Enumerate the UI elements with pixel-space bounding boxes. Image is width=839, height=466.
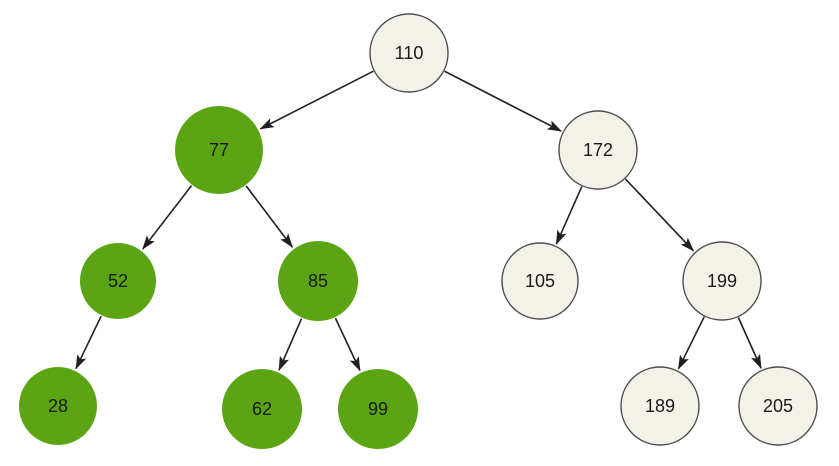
edge-110-77 [259,70,374,130]
tree-node-85[interactable]: 85 [278,241,358,321]
node-circle-77[interactable] [175,106,263,194]
edge-172-199 [624,178,695,252]
node-circle-62[interactable] [222,369,302,449]
edges-layer [75,70,762,372]
edge-77-85 [245,185,294,248]
node-circle-205[interactable] [738,366,818,446]
edge-77-52 [142,185,193,250]
tree-node-99[interactable]: 99 [338,369,418,449]
node-circle-52[interactable] [80,243,156,319]
tree-node-189[interactable]: 189 [620,366,700,446]
node-circle-199[interactable] [682,241,762,321]
node-circle-28[interactable] [19,367,97,445]
edge-172-105 [555,186,583,245]
tree-node-110[interactable]: 110 [369,13,449,93]
edge-199-205 [737,317,762,370]
node-circle-189[interactable] [620,366,700,446]
node-circle-99[interactable] [338,369,418,449]
tree-node-62[interactable]: 62 [222,369,302,449]
node-circle-105[interactable] [501,242,579,320]
edge-85-62 [278,318,303,371]
node-circle-172[interactable] [558,110,638,190]
edge-199-189 [677,316,705,370]
tree-node-205[interactable]: 205 [738,366,818,446]
edge-85-99 [334,317,361,372]
tree-node-52[interactable]: 52 [80,243,156,319]
tree-node-77[interactable]: 77 [175,106,263,194]
nodes-layer: 110 77 172 52 85 105 199 28 62 99 189 205 [19,13,818,449]
node-circle-110[interactable] [369,13,449,93]
edge-110-172 [444,70,562,132]
tree-node-172[interactable]: 172 [558,110,638,190]
edge-52-28 [75,315,102,370]
node-circle-85[interactable] [278,241,358,321]
tree-node-28[interactable]: 28 [19,367,97,445]
tree-node-199[interactable]: 199 [682,241,762,321]
tree-node-105[interactable]: 105 [501,242,579,320]
